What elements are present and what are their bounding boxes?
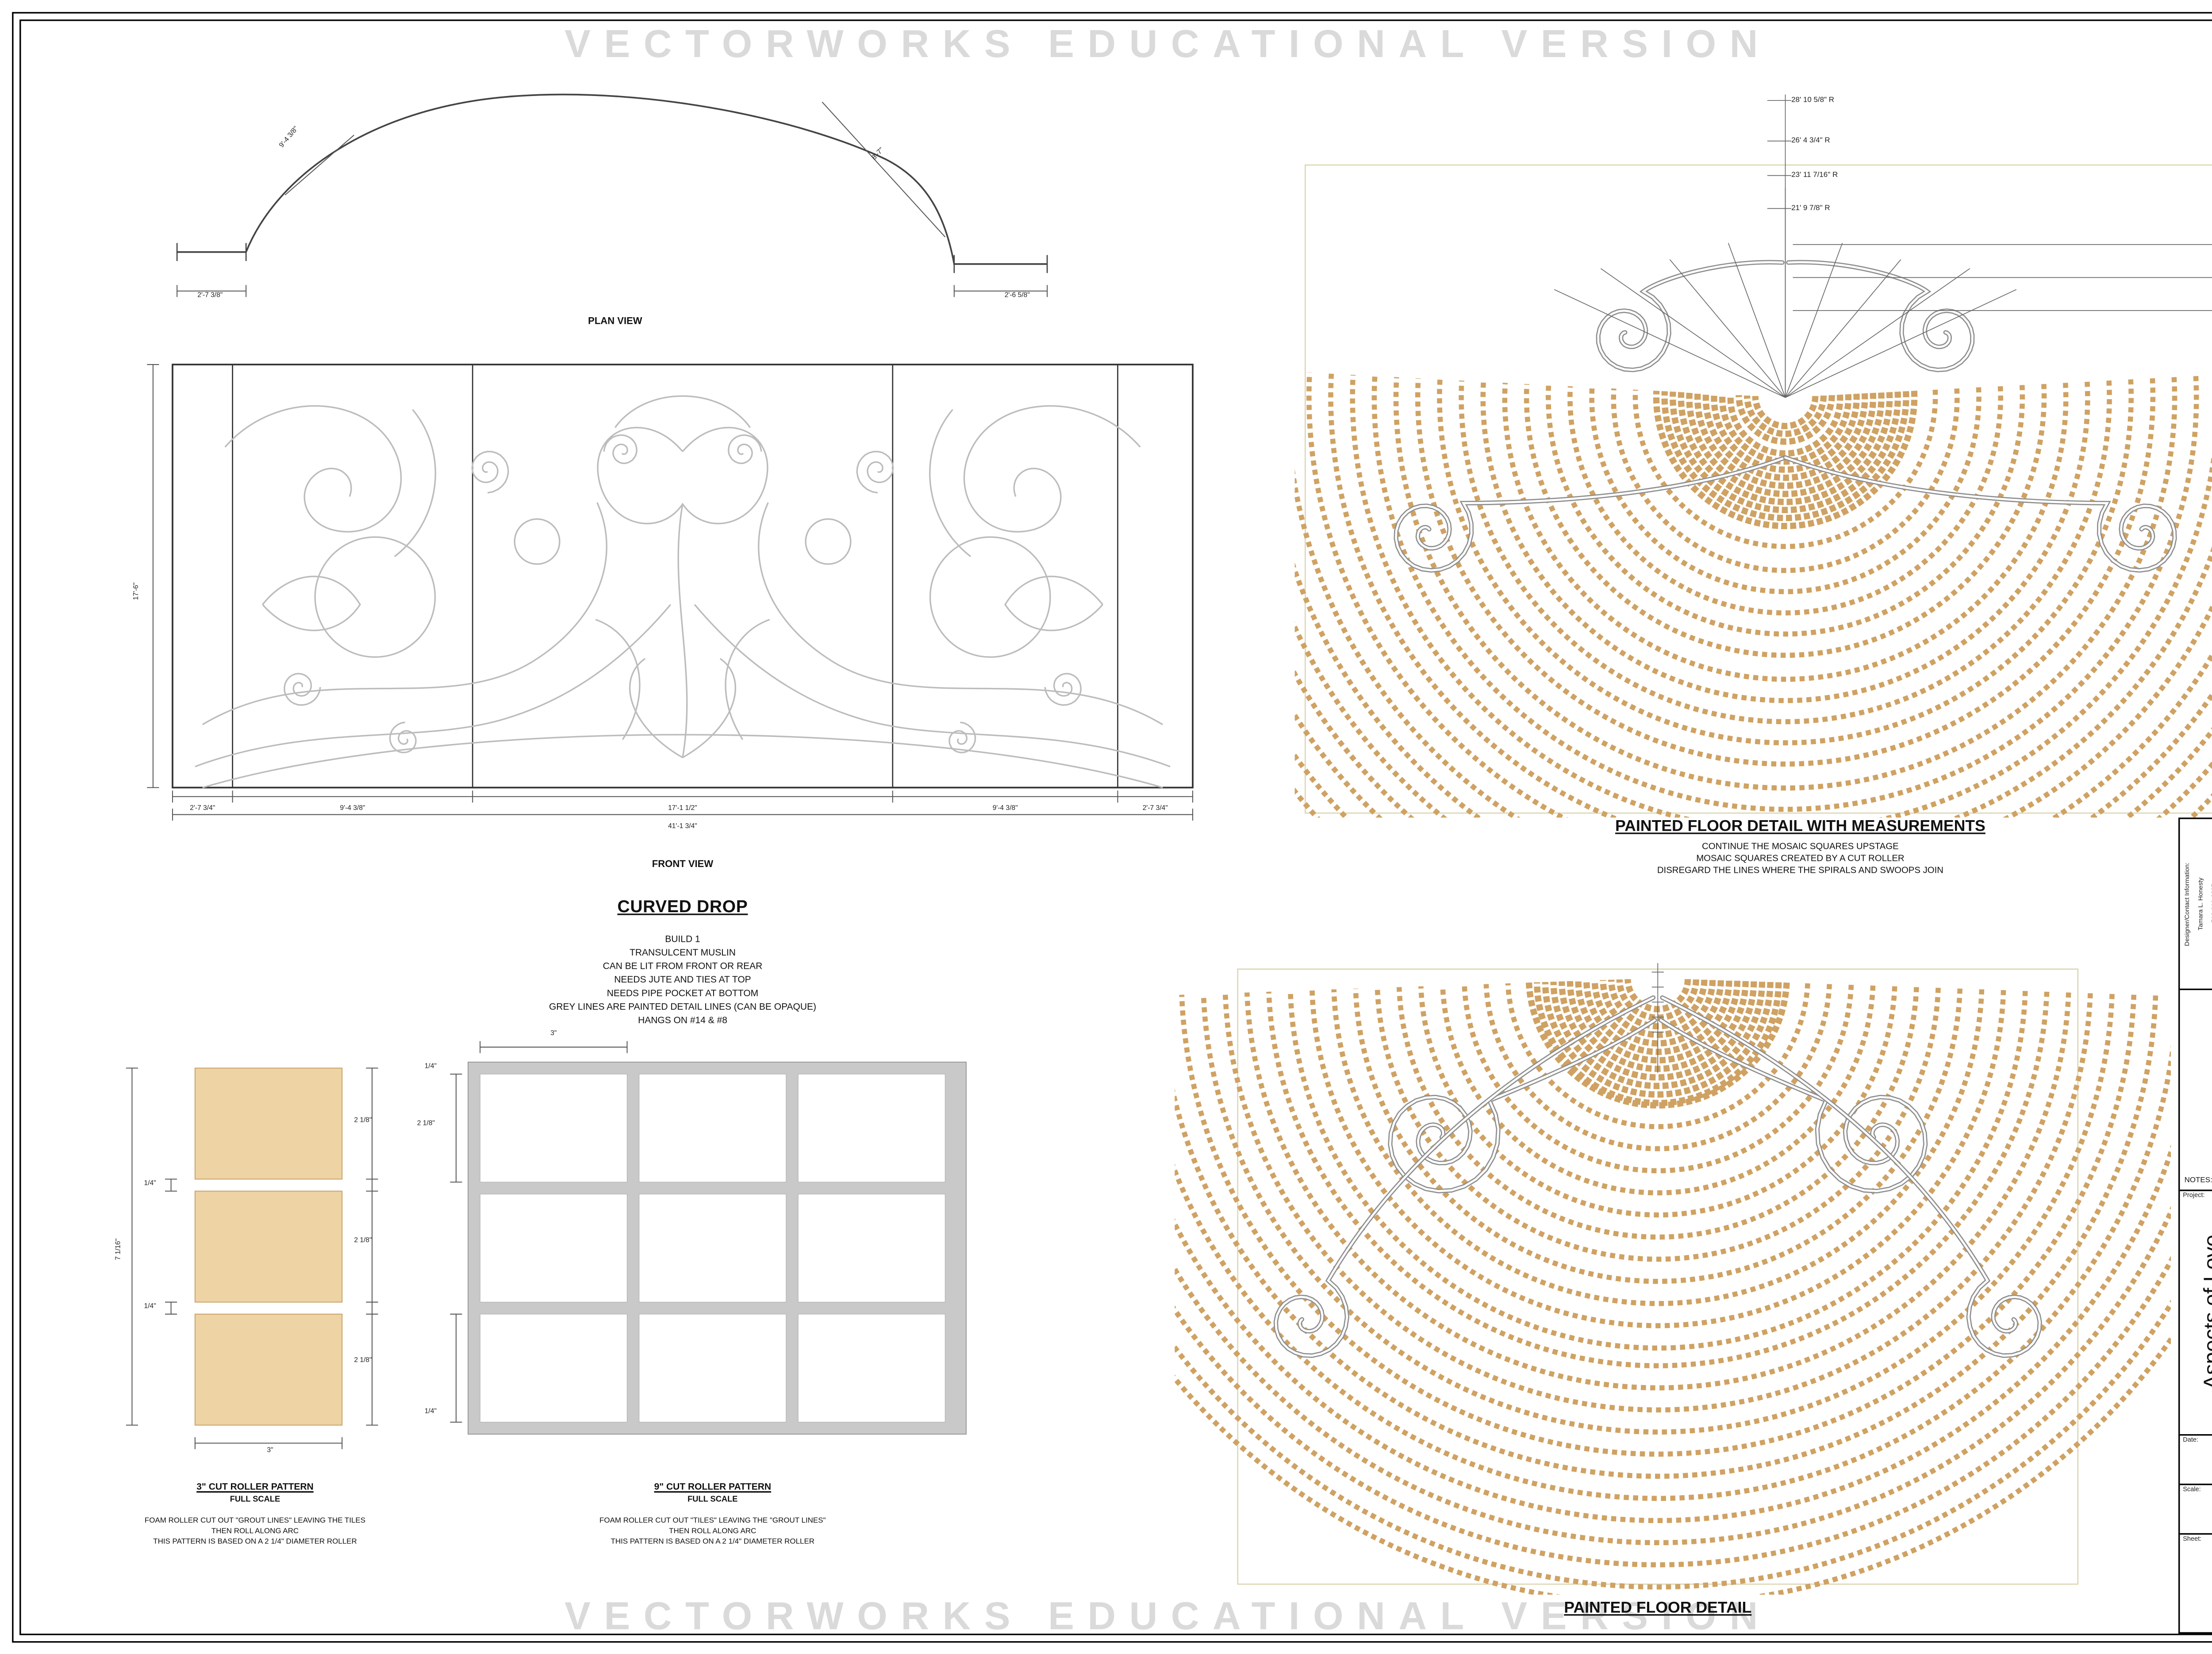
roller9-subtitle: FULL SCALE [687,1496,738,1505]
title-block-sheet-row: Sheet: 4 OF 4 [2180,1533,2212,1631]
designer-phone: 513-919-2225 [2210,884,2212,924]
drop-ornament-center [202,395,1163,789]
fan-top-radius-3: 23' 11 7/16" R [1791,171,1838,180]
plan-view-label: PLAN VIEW [588,316,642,327]
floor-detail-bottom [1175,963,2171,1595]
plan-view-drawing [176,93,1048,297]
watermark-top: VECTORWORKS EDUCATIONAL VERSION [565,21,1771,66]
title-block-contact-row: Designer/Contact Information: Tamara L. … [2180,819,2212,990]
sheet-total: 4 [2180,1585,2212,1619]
front-dim-4: 9'-4 3/8" [992,804,1018,812]
sheet-of: OF [2180,1577,2212,1585]
roller3-dim-total: 7 1/16" [114,1238,122,1260]
roller9-dim-tile-h: 2 1/8" [417,1119,435,1127]
roller3-dim-tile-3: 2 1/8" [354,1356,372,1364]
front-view-drawing [147,364,1194,821]
roller3-notes: FOAM ROLLER CUT OUT "GROUT LINES" LEAVIN… [144,1516,366,1547]
drop-ornament-left [195,405,672,768]
fan-bottom-centerline [1651,963,1664,1073]
roller9-dim-tile-w: 3" [550,1029,557,1037]
roller-3-pattern [126,1067,378,1449]
sheet-border-inner [19,19,2212,1635]
plan-dim-left: 2'-7 3/8" [197,291,223,299]
title-block-project-row: Project: Aspects of Love Producer: Calic… [2180,1190,2212,1436]
scale-label: Scale: [2183,1485,2201,1493]
roller3-dim-gap-2: 1/4" [144,1302,156,1310]
date-value: 03/27/2018 [2180,1452,2212,1466]
roller3-dim-tile-1: 2 1/8" [354,1116,372,1124]
fan-top-radius-1: 28' 10 5/8" R [1791,96,1835,105]
designer-contact-label: Designer/Contact Information: [2183,862,2191,946]
floor-top-title: PAINTED FLOOR DETAIL WITH MEASUREMENTS [1615,817,1985,836]
roller3-dim-width: 3" [267,1446,273,1454]
front-dim-total: 41'-1 3/4" [668,822,697,830]
front-dim-1: 2'-7 3/4" [190,804,215,812]
sheet-border-outer [12,12,2212,1643]
floor-bottom-title: PAINTED FLOOR DETAIL [1564,1599,1752,1617]
roller3-title: 3" CUT ROLLER PATTERN [196,1482,314,1493]
designer-name: Tamara L. Honesty [2196,877,2204,930]
drop-ornament-right [694,405,1171,768]
front-dim-5: 2'-7 3/4" [1142,804,1168,812]
front-dim-3: 17'-1 1/2" [668,804,697,812]
title-block-scale-row: Scale: 1/2" = 1'-0" [2180,1484,2212,1535]
curved-drop-notes: BUILD 1 TRANSULCENT MUSLIN CAN BE LIT FR… [549,934,816,1026]
project-title: Aspects of Love [2200,1234,2212,1389]
floor-top-notes: CONTINUE THE MOSAIC SQUARES UPSTAGE MOSA… [1657,843,1943,876]
roller9-dim-gap-2: 1/4" [424,1407,437,1415]
fan-top-dim-lines [1554,94,2212,398]
project-label: Project: [2183,1191,2205,1199]
front-dim-height: 17'-6" [132,582,140,600]
fan-top-radius-2: 26' 4 3/4" R [1791,136,1830,146]
curved-drop-title: CURVED DROP [617,898,748,917]
notes-label: NOTES: [2184,1176,2212,1186]
scale-value: 1/2" = 1'-0" [2180,1502,2212,1512]
roller9-notes: FOAM ROLLER CUT OUT "TILES" LEAVING THE … [599,1516,826,1547]
title-block-date-row: Date: 03/27/2018 [2180,1434,2212,1485]
title-block-notes-row: NOTES: [2180,989,2212,1191]
watermark-bottom: VECTORWORKS EDUCATIONAL VERSION [565,1593,1771,1639]
roller3-dim-gap-1: 1/4" [144,1179,156,1187]
plan-dim-right: 2'-6 5/8" [1004,291,1030,299]
roller9-dim-gap-1: 1/4" [424,1062,437,1070]
front-dim-2: 9'-4 3/8" [340,804,365,812]
roller3-subtitle: FULL SCALE [230,1496,280,1505]
sheet-label: Sheet: [2183,1535,2202,1543]
date-label: Date: [2183,1435,2199,1443]
front-view-label: FRONT VIEW [652,860,714,870]
title-block: Designer/Contact Information: Tamara L. … [2178,817,2212,1634]
sheet-number: 4 [2180,1544,2212,1577]
project-cell: Project: Aspects of Love [2180,1190,2212,1434]
floor-detail-top [1294,94,2212,818]
roller-9-pattern [450,1041,967,1435]
roller9-title: 9" CUT ROLLER PATTERN [654,1482,772,1493]
fan-top-radius-4: 21' 9 7/8" R [1791,204,1830,213]
roller3-dim-tile-2: 2 1/8" [354,1236,372,1244]
designer-contact-cell: Designer/Contact Information: Tamara L. … [2180,819,2212,989]
